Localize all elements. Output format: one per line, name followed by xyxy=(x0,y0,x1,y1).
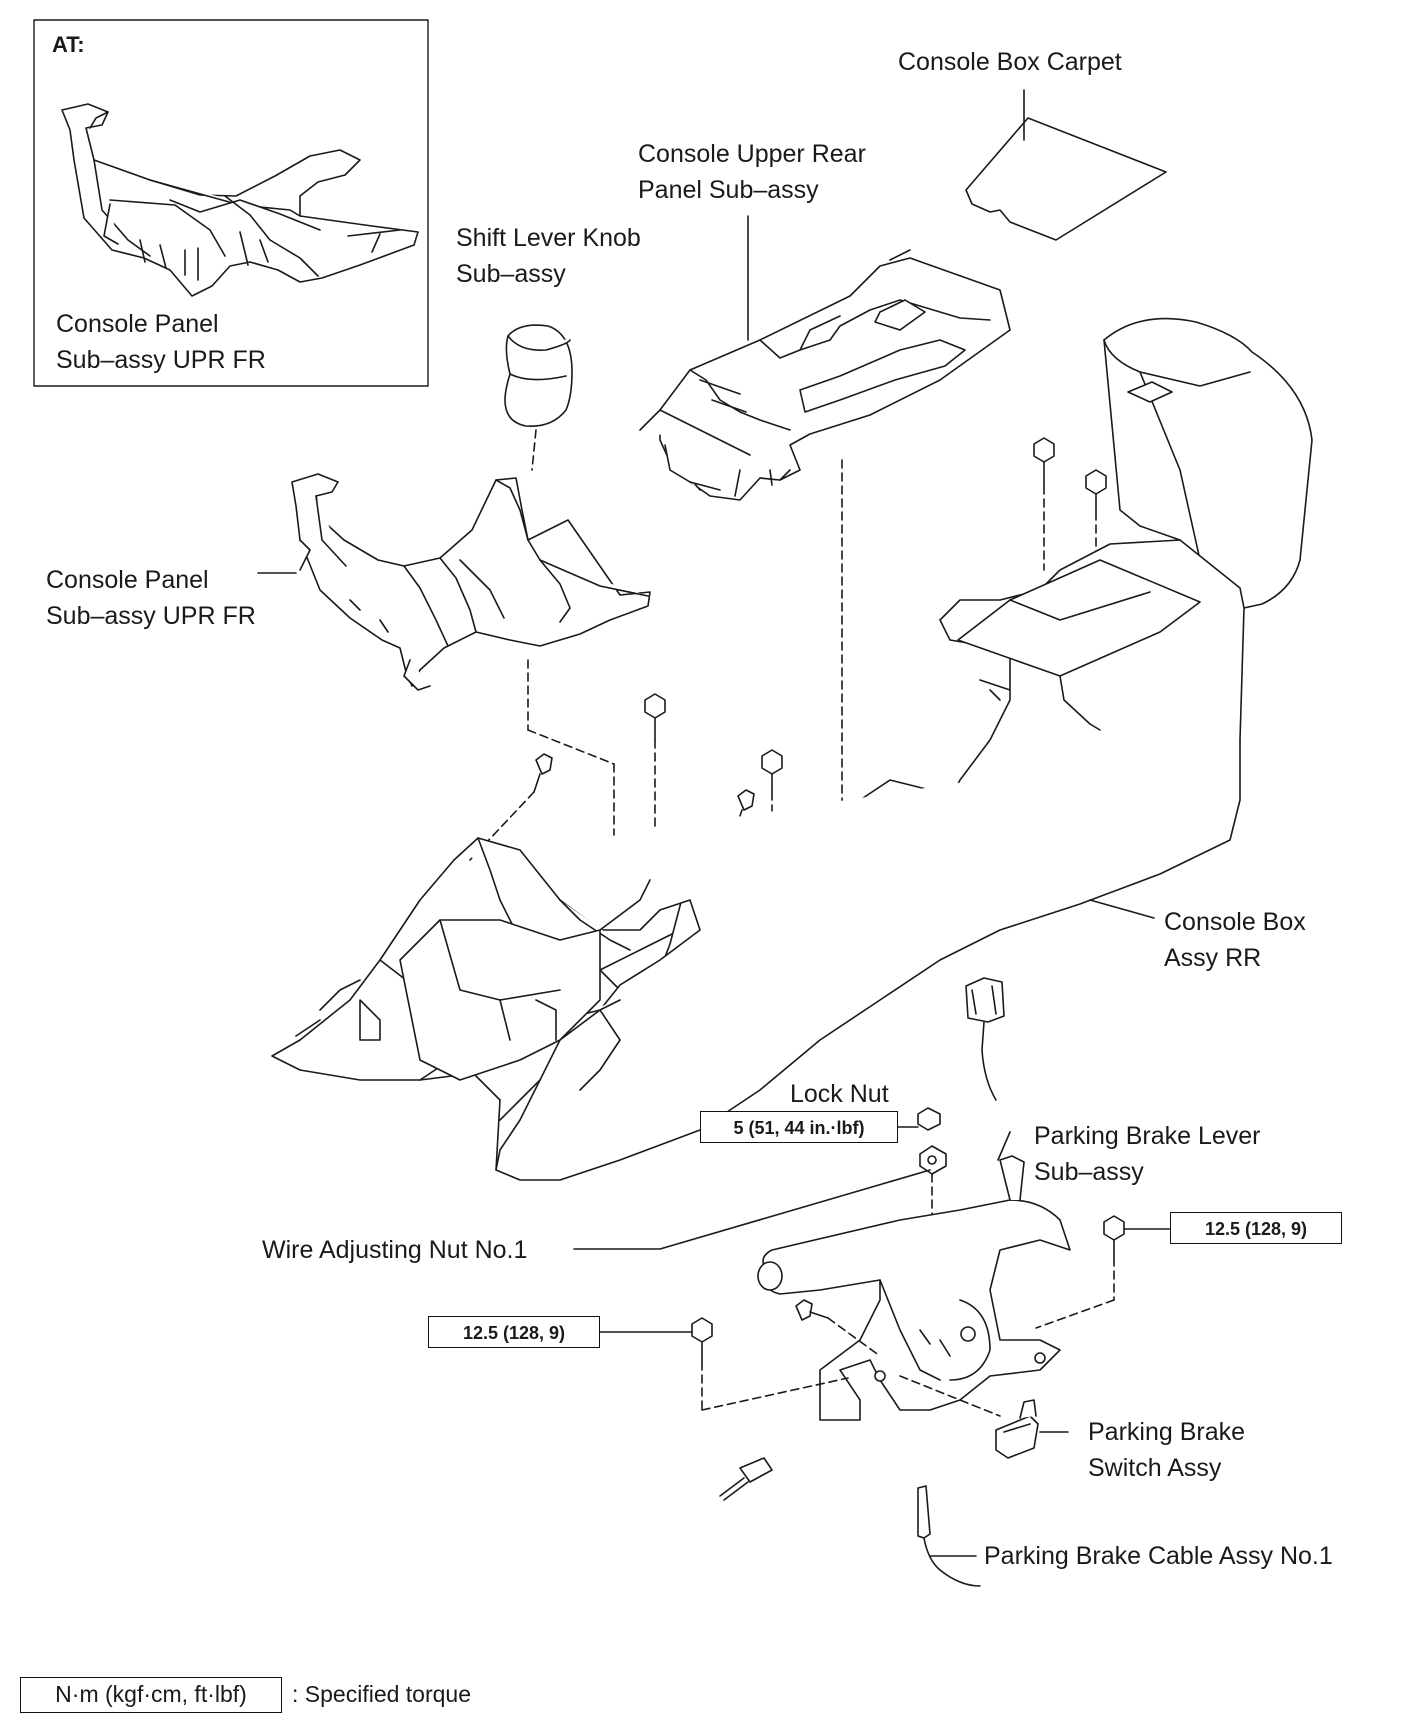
torque-lock-nut: 5 (51, 44 in.·lbf) xyxy=(700,1111,898,1143)
inset-title: AT: xyxy=(52,32,85,57)
label-console-box-carpet: Console Box Carpet xyxy=(898,48,1122,76)
shift-lever-knob-part xyxy=(504,324,573,427)
inset-frame xyxy=(33,19,429,387)
bolt-screws xyxy=(533,437,1107,829)
console-box-assy-rr-part xyxy=(271,317,1313,1181)
guide-panel-b xyxy=(527,729,615,765)
label-shift-lever-knob: Shift Lever Knob Sub–assy xyxy=(456,224,641,288)
label-console-panel-main: Console Panel Sub–assy UPR FR xyxy=(46,566,256,630)
small-connector-part xyxy=(719,1457,773,1501)
console-panel-main-part xyxy=(291,473,651,691)
leader-wire-adjust xyxy=(573,1169,931,1250)
leader-lever xyxy=(997,1131,1011,1161)
nuts xyxy=(917,1107,947,1175)
parking-brake-cable-part xyxy=(917,1485,981,1587)
console-upper-rear-panel-part xyxy=(639,249,1011,501)
connector-part xyxy=(965,977,1005,1101)
label-console-upper-rear-panel: Console Upper Rear Panel Sub–assy xyxy=(638,140,866,204)
inset-console-panel-part xyxy=(61,103,419,297)
lever-bolts xyxy=(691,1215,1125,1363)
label-lock-nut: Lock Nut xyxy=(790,1080,889,1108)
label-wire-adjusting-nut: Wire Adjusting Nut No.1 xyxy=(262,1236,528,1264)
label-parking-brake-cable: Parking Brake Cable Assy No.1 xyxy=(984,1542,1333,1570)
torque-bolt-left: 12.5 (128, 9) xyxy=(428,1316,600,1348)
leader-console-box xyxy=(1089,899,1155,919)
legend-unit-box: N·m (kgf·cm, ft·lbf) xyxy=(20,1677,282,1713)
label-console-box-assy-rr: Console Box Assy RR xyxy=(1164,908,1306,972)
label-parking-brake-switch: Parking Brake Switch Assy xyxy=(1088,1418,1246,1482)
parking-brake-lever-part xyxy=(757,1155,1071,1421)
parking-brake-switch-part xyxy=(995,1399,1039,1459)
console-box-carpet-part xyxy=(965,117,1167,241)
label-console-panel-inset: Console Panel Sub–assy UPR FR xyxy=(56,310,266,374)
torque-bolt-right: 12.5 (128, 9) xyxy=(1170,1212,1342,1244)
lever-guides xyxy=(701,1257,1115,1417)
legend-text: : Specified torque xyxy=(292,1681,472,1707)
guide-knob xyxy=(531,429,537,471)
label-parking-brake-lever: Parking Brake Lever Sub–assy xyxy=(1034,1122,1261,1186)
